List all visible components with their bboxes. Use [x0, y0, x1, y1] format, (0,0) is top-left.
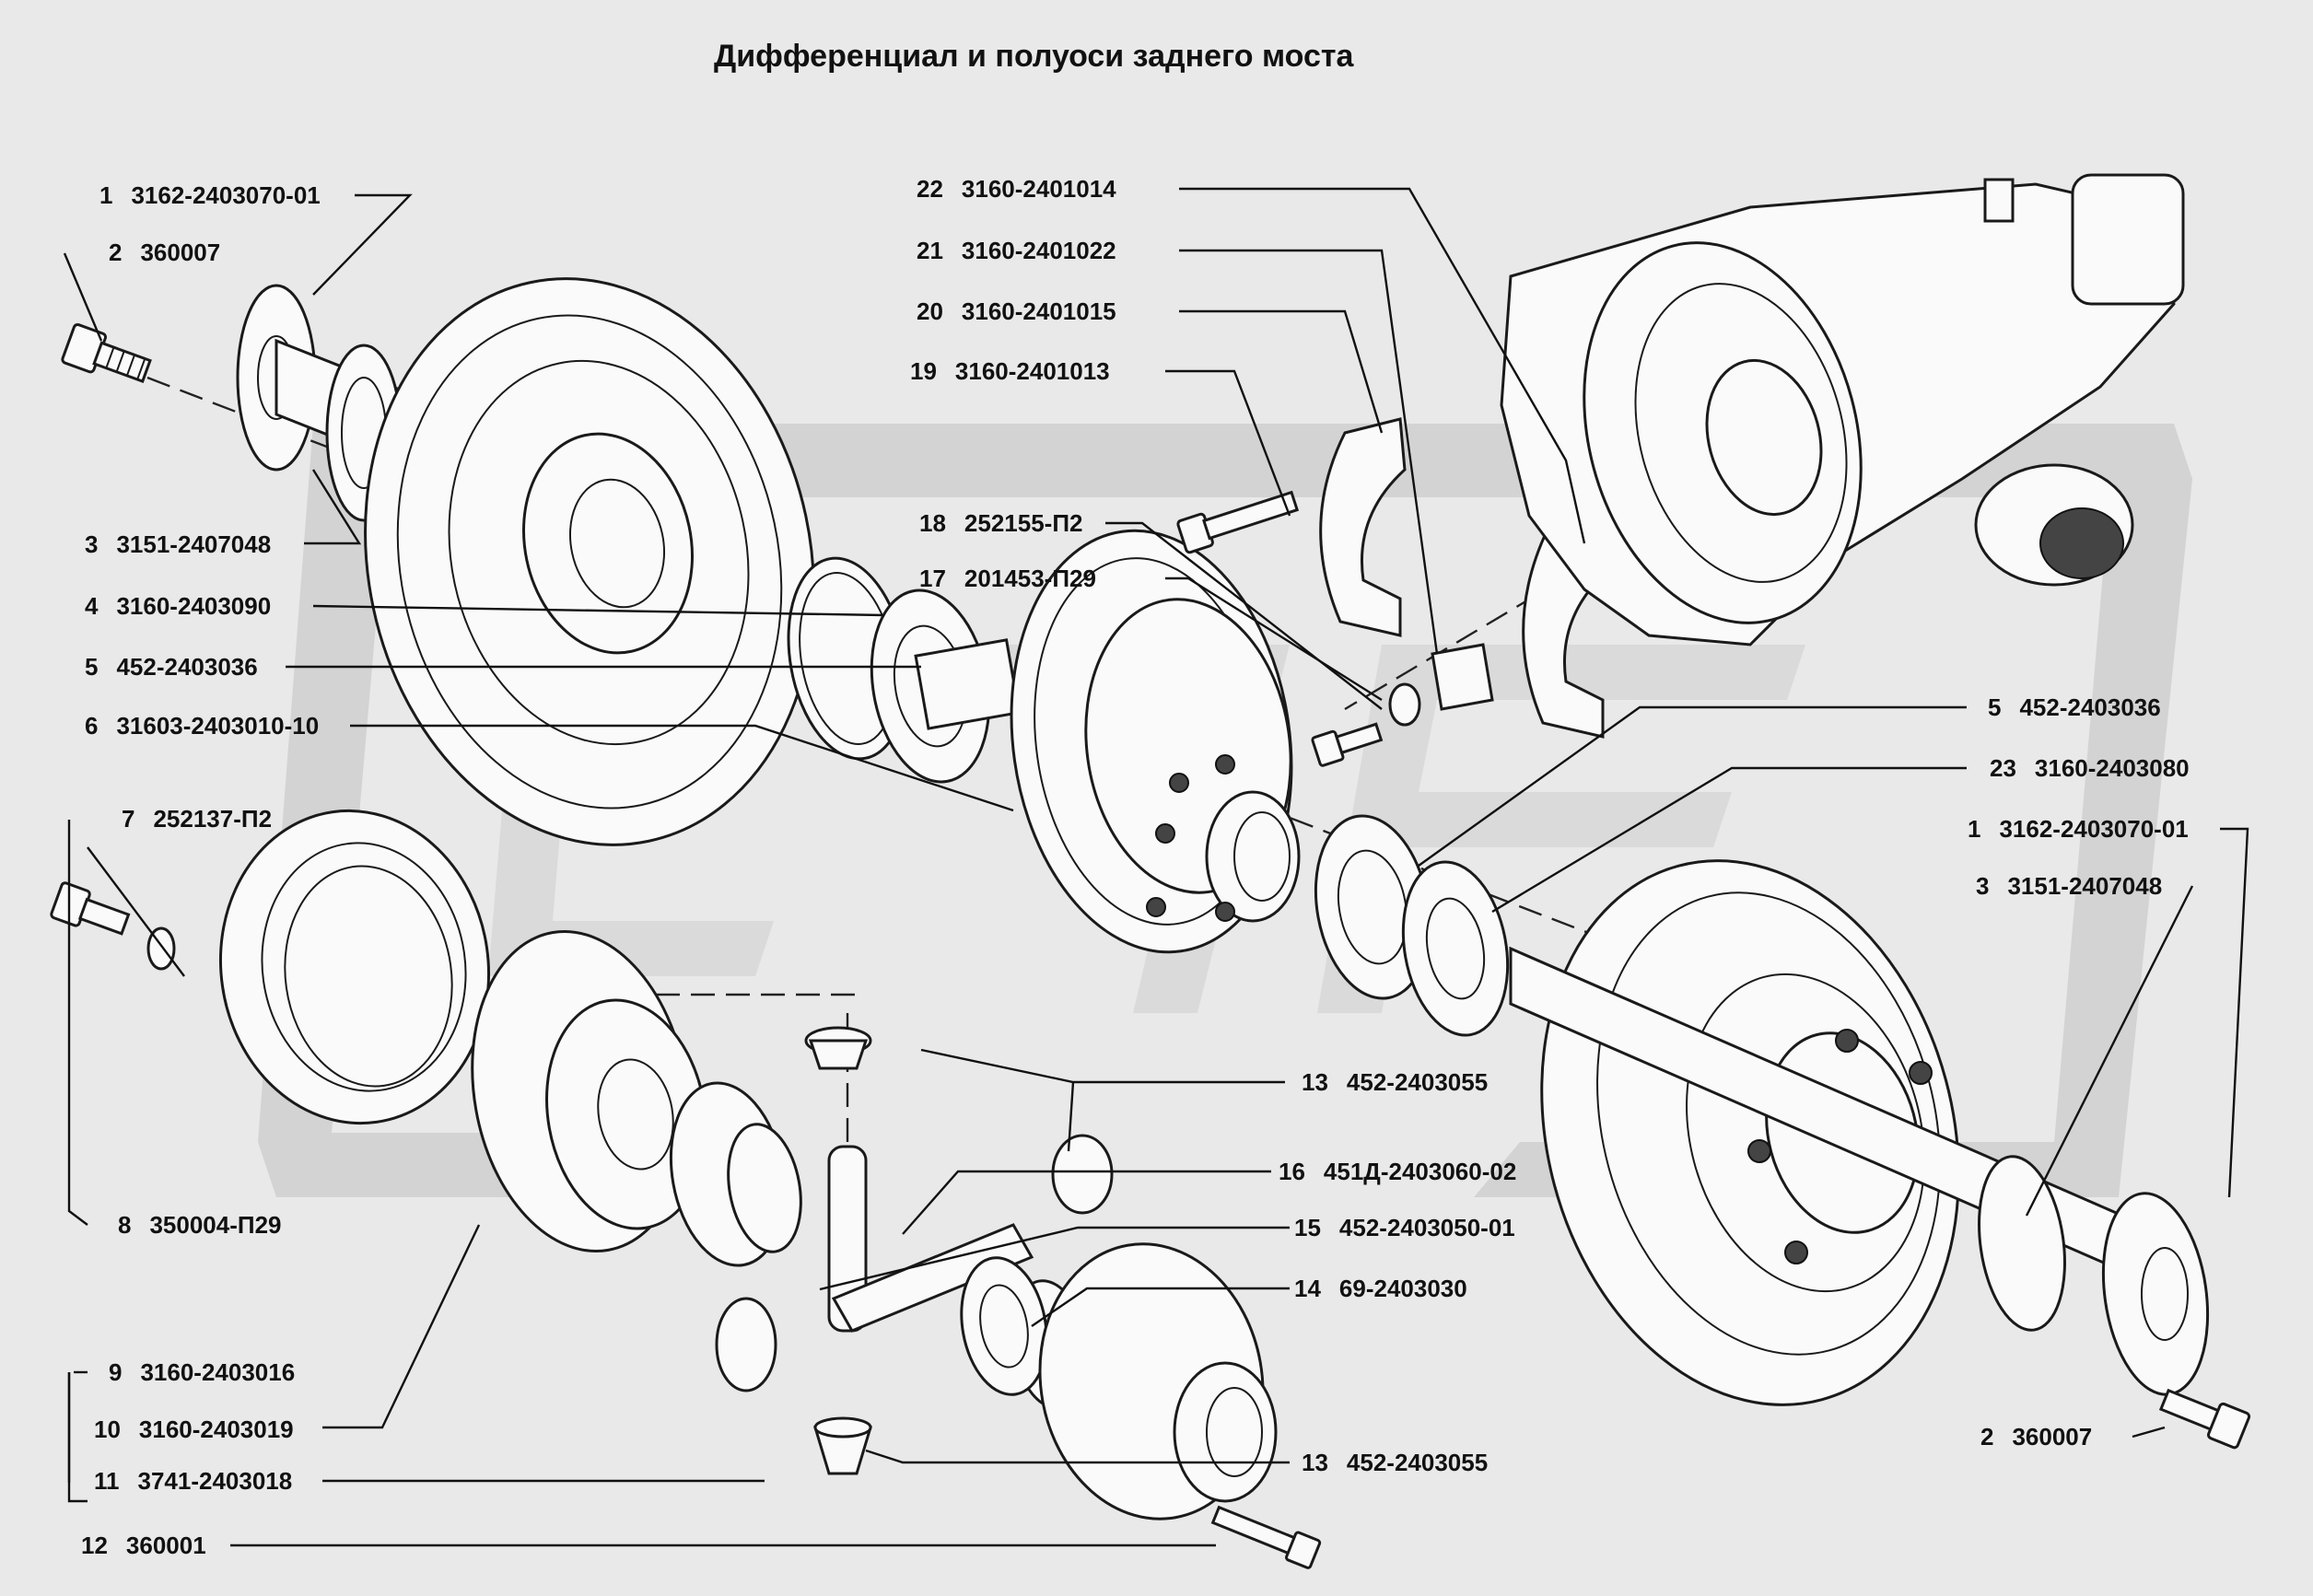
left-bearing: [870, 588, 1022, 784]
right-brake-drum: [1540, 859, 1960, 1406]
differential-assembly: [1010, 529, 1301, 954]
leader-lines: [63, 187, 2249, 1547]
pinion-gear-bottom: [812, 1416, 873, 1475]
lock-plate: [1431, 643, 1494, 711]
right-bolt: [2158, 1388, 2251, 1450]
adjusting-nut: [1401, 860, 1510, 1037]
pinion-gear-right: [1051, 1134, 1114, 1215]
pinion-gear-top: [804, 1026, 872, 1070]
differential-case-right: [1038, 1242, 1278, 1520]
diagram-title: Дифференциал и полуоси заднего моста: [714, 39, 1354, 74]
side-bearing: [960, 1256, 1048, 1396]
differential-case: [471, 930, 707, 1252]
side-gear-small: [715, 1297, 777, 1392]
axle-housing: [1500, 173, 2185, 647]
right-axle-shaft: [1509, 946, 2210, 1396]
side-gear: [669, 1081, 802, 1267]
left-bolt: [61, 322, 152, 383]
ring-gear: [218, 809, 491, 1125]
lock-bolt: [1311, 722, 1384, 767]
left-brake-drum: [364, 277, 815, 846]
cap-bolt: [1176, 490, 1300, 554]
case-bolt: [1210, 1505, 1322, 1569]
washer: [1388, 682, 1421, 727]
ring-gear-bolt: [50, 881, 131, 936]
bearing-cap-upper: [1319, 417, 1407, 637]
